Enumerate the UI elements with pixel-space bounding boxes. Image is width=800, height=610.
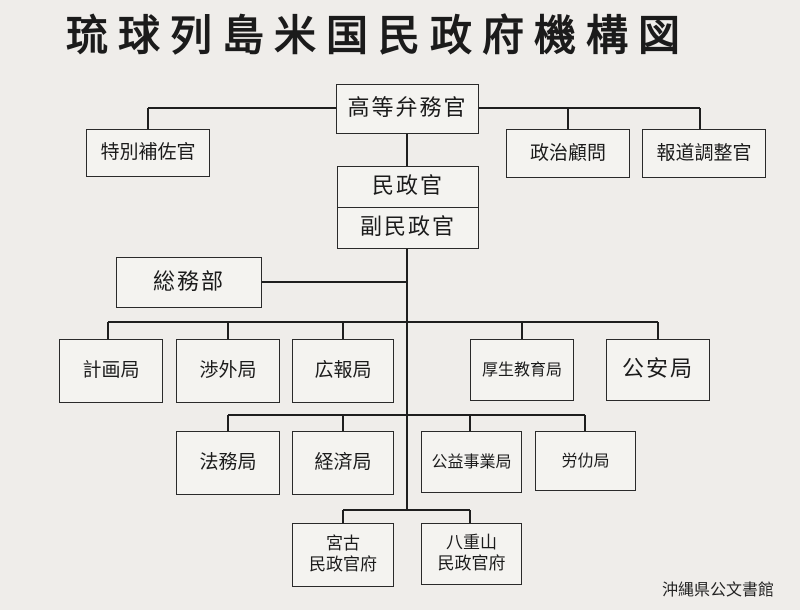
chart-title: 琉球列島米国民政府機構図 <box>66 11 691 60</box>
box-yaeyama-line1: 八重山 <box>446 532 497 553</box>
box-miyako-line1: 宮古 <box>326 533 360 554</box>
box-high-commissioner: 高等弁務官 <box>336 84 479 134</box>
box-civil-administrator: 民政官 <box>337 166 479 208</box>
box-deputy-civil-administrator: 副民政官 <box>337 207 479 249</box>
box-miyako-line2: 民政官府 <box>309 555 377 575</box>
box-public-information: 広報局 <box>292 339 394 403</box>
box-liaison: 渉外局 <box>176 339 280 403</box>
box-yaeyama: 八重山 民政官府 <box>421 523 522 585</box>
box-public-safety: 公安局 <box>606 339 710 401</box>
box-legal: 法務局 <box>176 431 280 495</box>
archive-credit: 沖縄県公文書館 <box>661 580 774 599</box>
box-special-assistant: 特別補佐官 <box>86 129 210 177</box>
box-general-affairs: 総務部 <box>116 257 262 308</box>
box-economic: 経済局 <box>292 431 394 495</box>
box-political-advisor: 政治顧問 <box>506 129 630 178</box>
box-health-education: 厚生教育局 <box>470 339 574 401</box>
box-labor: 労仂局 <box>535 431 636 491</box>
box-press-officer: 報道調整官 <box>642 129 766 178</box>
box-public-works: 公益事業局 <box>421 431 522 493</box>
box-planning: 計画局 <box>59 339 163 403</box>
box-miyako: 宮古 民政官府 <box>292 523 394 587</box>
box-yaeyama-line2: 民政官府 <box>437 554 506 574</box>
